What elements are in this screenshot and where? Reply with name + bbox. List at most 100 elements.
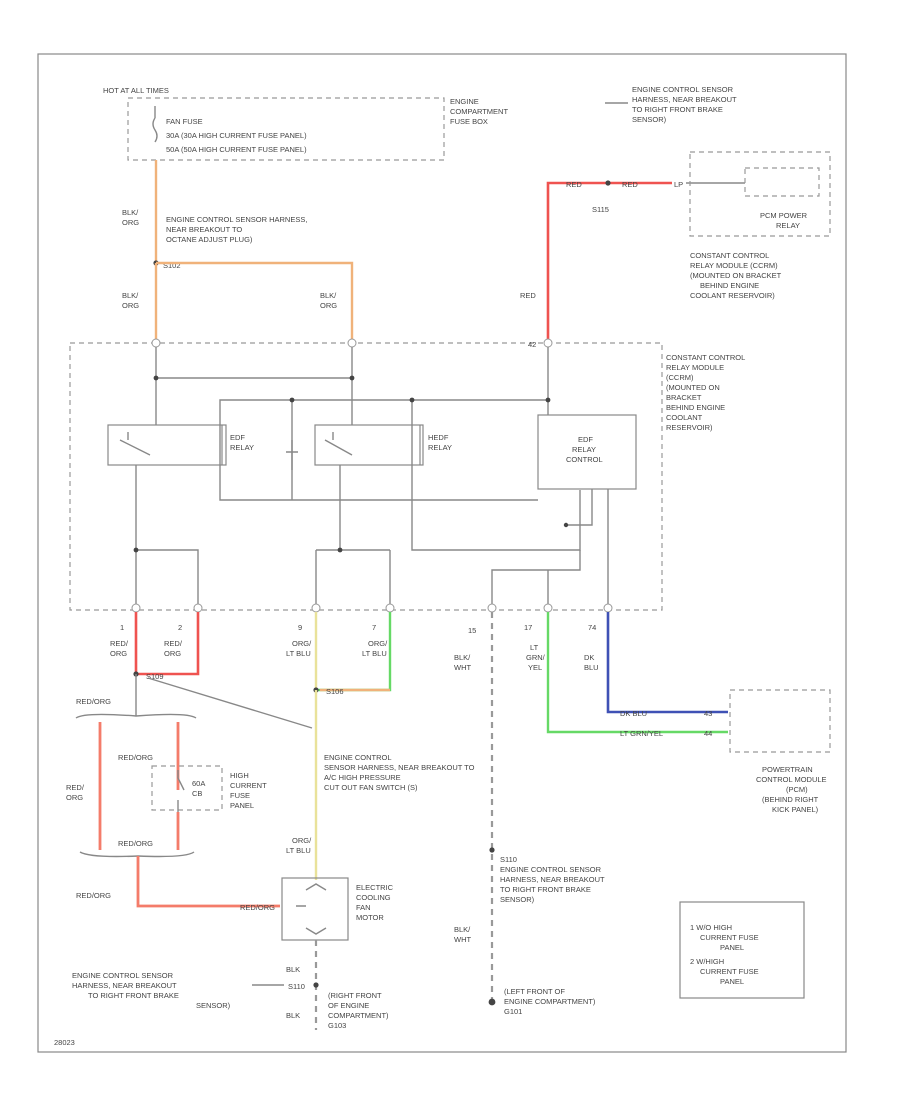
pcm-label: POWERTRAIN CONTROL MODULE (PCM) (BEHIND … bbox=[756, 765, 829, 814]
hedf-relay-switch bbox=[324, 432, 353, 456]
pcm-wire-label-2: LT GRN/YEL bbox=[620, 729, 663, 738]
splice-s110-mid-label: S110 bbox=[500, 855, 517, 864]
pcm-outline bbox=[729, 689, 831, 753]
wire-pin-2 bbox=[136, 612, 200, 676]
wire-label-red-org-1: RED/ ORG bbox=[110, 639, 130, 658]
relay-out-node-2 bbox=[337, 547, 343, 553]
connector-pin-9 bbox=[311, 603, 321, 613]
wire-label-lt-grn-yel: LT GRN/ YEL bbox=[526, 643, 547, 672]
hot-power-label: HOT AT ALL TIMES bbox=[103, 86, 169, 95]
ccrm-note-top: CONSTANT CONTROL RELAY MODULE (CCRM) (MO… bbox=[690, 251, 783, 300]
control-node-2 bbox=[409, 397, 415, 403]
wire-label-red-org-vertical: RED/ ORG bbox=[66, 783, 86, 802]
edf-relay-switch bbox=[119, 432, 151, 456]
edf-control-ground bbox=[491, 550, 581, 606]
pin-label-9: 9 bbox=[298, 623, 302, 632]
splice-s110-bottom-label: S110 bbox=[288, 982, 305, 991]
pin-label-74: 74 bbox=[588, 623, 596, 632]
splice-s106-label: S106 bbox=[326, 687, 344, 696]
pcm-power-relay-label: PCM POWER RELAY bbox=[760, 211, 809, 230]
legend-box bbox=[679, 901, 805, 999]
pin-42-label: 42 bbox=[528, 340, 536, 349]
pin-label-17: 17 bbox=[524, 623, 532, 632]
wire-label-red-2: RED bbox=[622, 180, 638, 189]
fan-motor-box bbox=[281, 877, 349, 941]
splice-s115-label: S115 bbox=[592, 205, 609, 214]
bus-node-1 bbox=[153, 375, 159, 381]
top-right-note: ENGINE CONTROL SENSOR HARNESS, NEAR BREA… bbox=[632, 85, 739, 124]
wire-pin-17-green bbox=[546, 612, 728, 734]
splice-s110-bottom bbox=[313, 982, 319, 988]
connector-pin-74 bbox=[603, 603, 613, 613]
wire-label-org-lt-blu-2: ORG/ LT BLU bbox=[362, 639, 389, 658]
connector-pin-1 bbox=[131, 603, 141, 613]
harness-note-4: ENGINE CONTROL SENSOR HARNESS, NEAR BREA… bbox=[500, 865, 607, 904]
connector-pin-17 bbox=[543, 603, 553, 613]
fuse-box-outline bbox=[127, 97, 445, 161]
ccrm-module-outline bbox=[69, 342, 663, 611]
fan-fuse-label: FAN FUSE bbox=[166, 117, 203, 126]
connector-top-right bbox=[543, 338, 553, 348]
edf-relay-box bbox=[107, 424, 227, 466]
control-node-1 bbox=[289, 397, 295, 403]
wire-label-org-lt-blu-3: ORG/ LT BLU bbox=[286, 836, 313, 855]
pin-label-1: 1 bbox=[120, 623, 124, 632]
pcm-power-relay-box bbox=[689, 151, 831, 237]
connector-top-mid bbox=[347, 338, 357, 348]
branch-wire-orange bbox=[156, 261, 354, 340]
splice-s109-label: S109 bbox=[146, 672, 164, 681]
fan-motor-label: ELECTRIC COOLING FAN MOTOR bbox=[356, 883, 395, 922]
edf-relay-coil bbox=[286, 440, 298, 470]
red-org-label-3: RED/ORG bbox=[118, 839, 153, 848]
pcm-power-relay-inner bbox=[744, 167, 820, 197]
splice-s110-mid bbox=[489, 847, 495, 853]
ground-g101 bbox=[488, 998, 496, 1006]
wire-label-blk-wht-2: BLK/ WHT bbox=[454, 925, 472, 944]
high-current-fuse-panel bbox=[151, 765, 223, 811]
high-current-fuse-panel-label: HIGH CURRENT FUSE PANEL bbox=[230, 771, 269, 810]
wire-label-blk-org-2: BLK/ ORG bbox=[122, 291, 140, 310]
hedf-relay-label: HEDF RELAY bbox=[428, 433, 452, 452]
fuse-50a-label: 50A (50A HIGH CURRENT FUSE PANEL) bbox=[166, 145, 307, 154]
diagram-id: 28023 bbox=[54, 1038, 75, 1047]
red-org-label-5: RED/ORG bbox=[240, 903, 275, 912]
wire-label-blk-wht-1: BLK/ WHT bbox=[454, 653, 472, 672]
pin-label-2: 2 bbox=[178, 623, 182, 632]
fan-fuse-symbol bbox=[152, 106, 158, 143]
fuse-30a-label: 30A (30A HIGH CURRENT FUSE PANEL) bbox=[166, 131, 307, 140]
circuit-breaker-60a bbox=[177, 770, 185, 812]
diagram-frame bbox=[37, 53, 847, 1053]
control-node-3 bbox=[545, 397, 551, 403]
red-org-label-2: RED/ORG bbox=[118, 753, 153, 762]
ccrm-note-side: CONSTANT CONTROL RELAY MODULE (CCRM) (MO… bbox=[666, 353, 747, 432]
wire-label-dk-blu: DK BLU bbox=[584, 653, 599, 672]
harness-note-3: ENGINE CONTROL SENSOR HARNESS, NEAR BREA… bbox=[72, 971, 231, 1010]
ground-right-label: (RIGHT FRONT OF ENGINE COMPARTMENT) G103 bbox=[328, 991, 391, 1030]
harness-note-2: ENGINE CONTROL SENSOR HARNESS, NEAR BREA… bbox=[324, 753, 477, 792]
wire-label-blk-1: BLK bbox=[286, 965, 300, 974]
splice-s102-label: S102 bbox=[163, 261, 181, 270]
legend-text: 1 W/O HIGH CURRENT FUSE PANEL 2 W/HIGH C… bbox=[690, 923, 761, 986]
connector-pin-7 bbox=[385, 603, 395, 613]
control-bus bbox=[219, 399, 581, 551]
branch-join bbox=[79, 851, 195, 858]
relay-out-node-1 bbox=[133, 547, 139, 553]
connector-top-left bbox=[151, 338, 161, 348]
pin-label-7: 7 bbox=[372, 623, 376, 632]
wire-label-red-vertical: RED bbox=[520, 291, 536, 300]
pin-label-15: 15 bbox=[468, 626, 476, 635]
wire-label-red-org-2: RED/ ORG bbox=[164, 639, 184, 658]
edf-relay-control-box bbox=[537, 414, 637, 490]
wire-label-blk-org-3: BLK/ ORG bbox=[320, 291, 338, 310]
wire-pin-74-blue bbox=[606, 612, 728, 714]
red-org-label-1: RED/ORG bbox=[76, 697, 111, 706]
red-org-label-4: RED/ORG bbox=[76, 891, 111, 900]
pcm-pin-label-1: 43 bbox=[704, 709, 712, 718]
internal-bus-top bbox=[155, 347, 549, 425]
fan-motor-symbol bbox=[296, 883, 327, 935]
splice-s115 bbox=[605, 180, 611, 186]
wire-to-fan-motor bbox=[136, 856, 280, 908]
connector-pin-15 bbox=[487, 603, 497, 613]
edf-control-outputs bbox=[566, 489, 609, 606]
